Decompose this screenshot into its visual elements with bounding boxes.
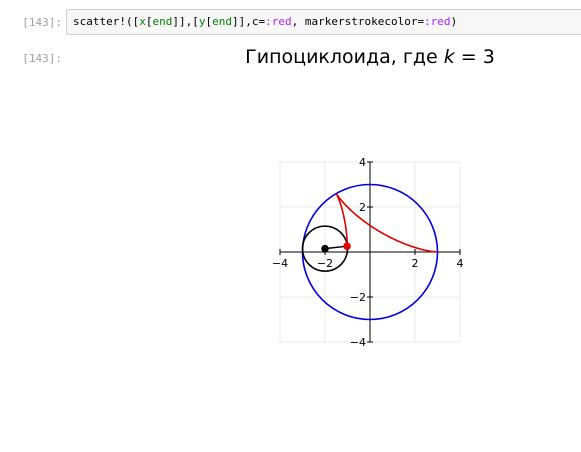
output-prompt: [143]: <box>22 52 62 65</box>
code-token: ]],c= <box>231 15 266 28</box>
code-token: scatter!([ <box>73 15 140 28</box>
y-tick-label: −2 <box>350 291 366 304</box>
code-token: [ <box>205 15 213 28</box>
code-token: y <box>198 15 206 28</box>
code-token: :red <box>265 15 292 28</box>
series <box>301 183 439 321</box>
code-token: :red <box>424 15 451 28</box>
code-input-cell[interactable]: scatter!([x[end]],[y[end]],c=:red, marke… <box>66 9 581 35</box>
code-token: end <box>212 15 232 28</box>
code-token: [ <box>145 15 153 28</box>
code-token: x <box>139 15 146 28</box>
code-token: ) <box>450 15 458 28</box>
hypocycloid-curve <box>335 192 438 253</box>
y-tick-label: 4 <box>359 156 366 169</box>
plot-title-var: k <box>444 46 456 68</box>
code-token: ]],[ <box>172 15 199 28</box>
x-tick-label: −2 <box>317 257 333 270</box>
code-token: , markerstrokecolor= <box>291 15 425 28</box>
center-point <box>321 244 329 253</box>
input-prompt: [143]: <box>22 16 62 29</box>
y-tick-label: 2 <box>359 201 366 214</box>
tick-labels: −4 −2 2 4 −4 −2 2 4 <box>272 156 464 349</box>
hypocycloid-plot: Гипоциклоида, где k = 3 −4 −2 2 4 −4 −2 2 4 <box>245 46 495 349</box>
code-token: end <box>152 15 173 28</box>
tracing-point <box>343 242 351 250</box>
plot-title-suffix: = 3 <box>455 46 495 68</box>
plot-title-prefix: Гипоциклоида, где <box>245 46 444 68</box>
x-tick-label: −4 <box>272 257 288 270</box>
x-tick-label: 2 <box>412 257 419 270</box>
y-tick-label: −4 <box>350 336 366 349</box>
x-tick-label: 4 <box>457 257 464 270</box>
plot-title: Гипоциклоида, где k = 3 <box>245 46 495 68</box>
